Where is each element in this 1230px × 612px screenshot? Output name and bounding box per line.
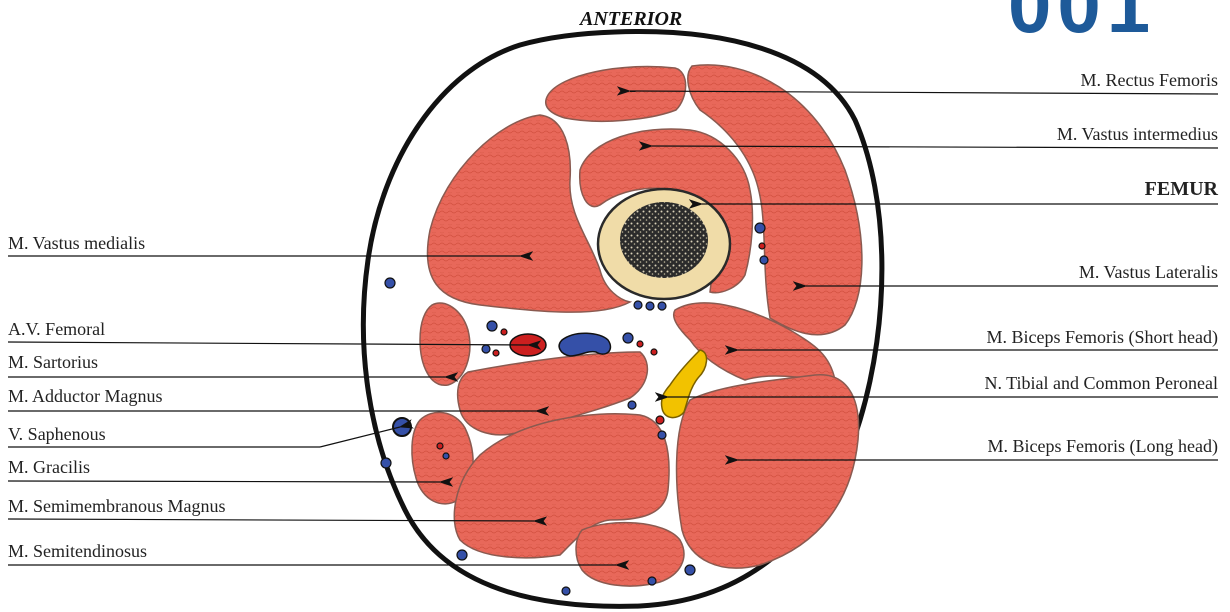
label-vastus-lateralis: M. Vastus Lateralis — [1079, 262, 1218, 282]
label-femur: FEMUR — [1145, 179, 1218, 199]
semitendinosus-muscle — [576, 523, 684, 586]
femur-bone-marrow — [620, 202, 708, 278]
label-tibial-peroneal: N. Tibial and Common Peroneal — [985, 373, 1219, 393]
leader-gracilis — [8, 481, 440, 482]
label-gracilis: M. Gracilis — [8, 457, 90, 477]
label-av-femoral: A.V. Femoral — [8, 319, 105, 339]
biceps-long-head-muscle — [677, 375, 859, 568]
label-vastus-intermedius: M. Vastus intermedius — [1057, 124, 1218, 144]
label-adductor-magnus: M. Adductor Magnus — [8, 386, 163, 406]
label-sartorius: M. Sartorius — [8, 352, 98, 372]
saphenous-vein — [393, 418, 411, 436]
label-biceps-short: M. Biceps Femoris (Short head) — [987, 327, 1218, 347]
label-biceps-long: M. Biceps Femoris (Long head) — [988, 436, 1218, 456]
label-semitendinosus: M. Semitendinosus — [8, 541, 147, 561]
label-v-saphenous: V. Saphenous — [8, 424, 106, 444]
label-vastus-medialis: M. Vastus medialis — [8, 233, 145, 253]
label-semimembranous: M. Semimembranous Magnus — [8, 496, 226, 516]
label-rectus-femoris: M. Rectus Femoris — [1081, 70, 1219, 90]
femoral-vein — [559, 333, 610, 356]
